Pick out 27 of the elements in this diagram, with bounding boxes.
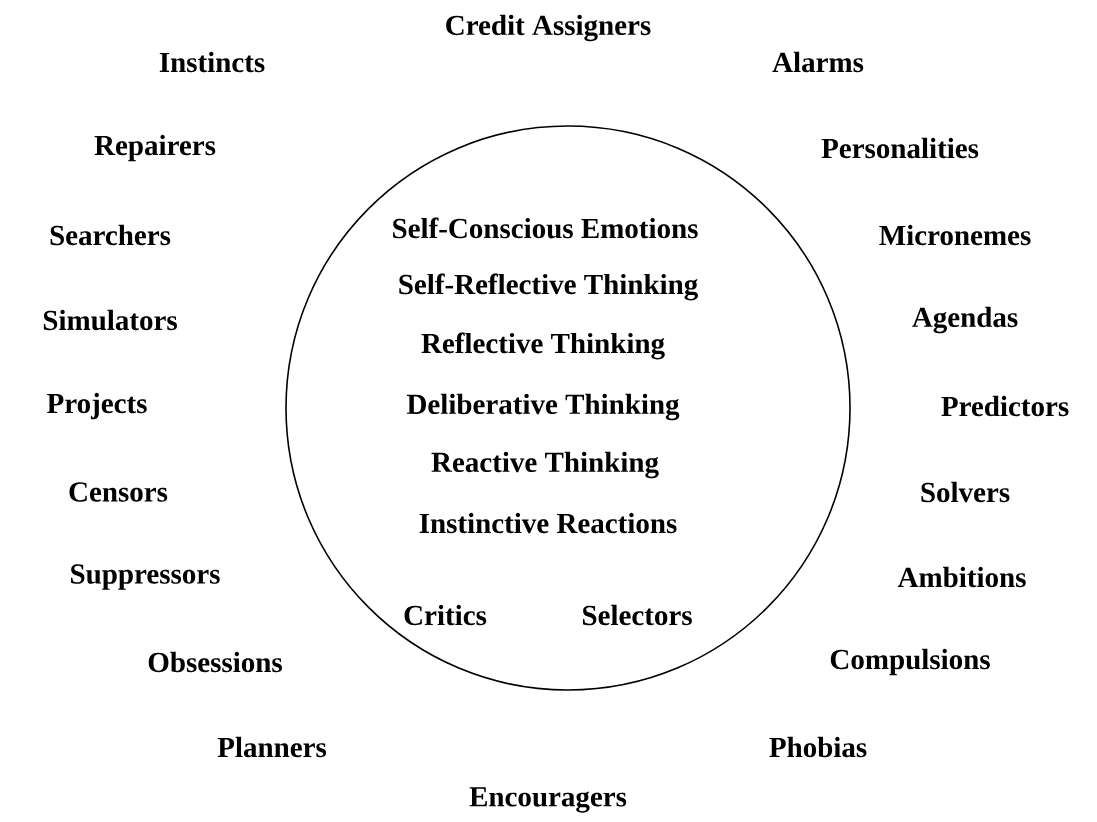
outer-label: Searchers [50,224,171,246]
outer-label: Predictors [941,395,1069,417]
outer-label: Compulsions [830,648,990,676]
outer-label: Personalities [821,137,979,159]
inner-label: Deliberative Thinking [406,393,680,421]
outer-label: Censors [69,482,168,502]
outer-label: Suppressors [71,564,220,590]
outer-label: Repairers [94,134,216,162]
outer-label: Planners [217,736,327,758]
inner-label: Instinctive Reactions [419,512,677,534]
outer-label: Instincts [159,51,265,73]
inner-label: Reactive Thinking [431,451,659,479]
inner-label: Reflective Thinking [421,332,665,360]
outer-label: Projects [47,392,147,420]
outer-label: Credit Assigners [446,14,651,42]
outer-label: Phobias [769,736,867,758]
inner-label: Selectors [583,604,692,626]
inner-label: Self-Conscious Emotions [393,217,698,239]
outer-label: Micronemes [879,224,1031,246]
outer-label: Alarms [772,51,864,73]
outer-label: Agendas [912,306,1018,334]
outer-label: Solvers [921,481,1010,503]
inner-label: Critics [404,604,487,626]
inner-label: Self-Reflective Thinking [399,273,698,301]
outer-label: Simulators [43,309,177,331]
outer-label: Ambitions [897,566,1026,588]
outer-label: Encouragers [469,787,627,813]
